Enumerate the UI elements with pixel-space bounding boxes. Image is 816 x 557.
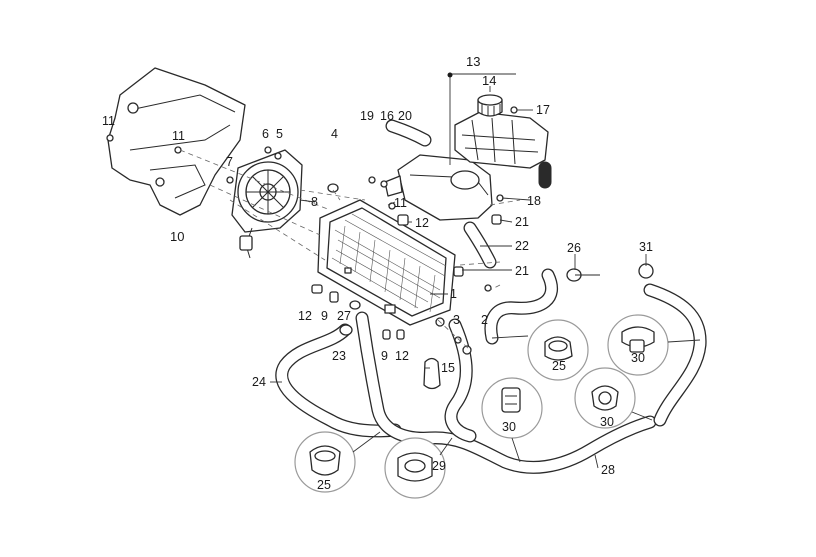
- callout-11b: 11: [172, 129, 185, 143]
- callout-21a: 21: [515, 215, 529, 229]
- leader-lines: [270, 72, 647, 469]
- callout-25b: 25: [317, 478, 331, 492]
- callout-26: 26: [567, 241, 581, 255]
- callout-8: 8: [311, 195, 318, 209]
- detail-circle-29: [384, 437, 446, 499]
- callout-28: 28: [601, 463, 615, 477]
- callout-27: 27: [337, 309, 351, 323]
- callout-22: 22: [515, 239, 529, 253]
- callout-7: 7: [226, 155, 233, 169]
- alignment-lines: [179, 149, 521, 351]
- callout-13: 13: [466, 54, 480, 69]
- callout-25a: 25: [552, 359, 566, 373]
- callout-12a: 12: [415, 216, 429, 230]
- callout-24: 24: [252, 375, 266, 389]
- callout-11a: 11: [102, 114, 115, 128]
- callout-15: 15: [441, 361, 455, 375]
- small-hardware: [106, 106, 654, 390]
- callout-12c: 12: [395, 349, 409, 363]
- callout-9a: 9: [321, 309, 328, 323]
- callout-9b: 9: [381, 349, 388, 363]
- detail-leaders: [352, 335, 701, 463]
- callout-4: 4: [331, 127, 338, 141]
- callout-18: 18: [527, 194, 541, 208]
- callout-30c: 30: [600, 415, 614, 429]
- tank-cover: [454, 111, 549, 169]
- callout-5: 5: [276, 127, 283, 141]
- callout-3: 3: [453, 313, 460, 327]
- callout-19: 19: [360, 109, 374, 123]
- expansion-tank: [384, 154, 493, 221]
- detail-circle-25-bottom: [294, 431, 356, 493]
- callout-10: 10: [170, 229, 184, 244]
- callout-17: 17: [536, 103, 550, 117]
- callout-30a: 30: [631, 351, 645, 365]
- callout-6: 6: [262, 127, 269, 141]
- callout-29: 29: [432, 459, 446, 473]
- detail-circle-30-right: [574, 367, 636, 429]
- callout-2: 2: [481, 313, 488, 327]
- cooling-fan: [231, 149, 303, 259]
- callout-12b: 12: [298, 309, 312, 323]
- callout-labels: 1 2 3 4 5 6 7 8 9 9 10 11 11 11 12 12 12…: [102, 54, 653, 492]
- callout-1: 1: [450, 287, 457, 301]
- callout-11c: 11: [394, 196, 407, 210]
- callout-30b: 30: [502, 420, 516, 434]
- radiator-shroud: [107, 67, 246, 216]
- radiator: [317, 199, 456, 326]
- filler-cap: [477, 94, 503, 117]
- callout-31: 31: [639, 240, 653, 254]
- callout-21b: 21: [515, 264, 529, 278]
- detail-circle-30-top-right: [607, 314, 669, 376]
- callout-16: 16: [380, 109, 394, 123]
- callout-20: 20: [398, 109, 412, 123]
- callout-14: 14: [482, 73, 496, 88]
- callout-23: 23: [332, 349, 346, 363]
- detail-circle-25-top: [527, 319, 589, 381]
